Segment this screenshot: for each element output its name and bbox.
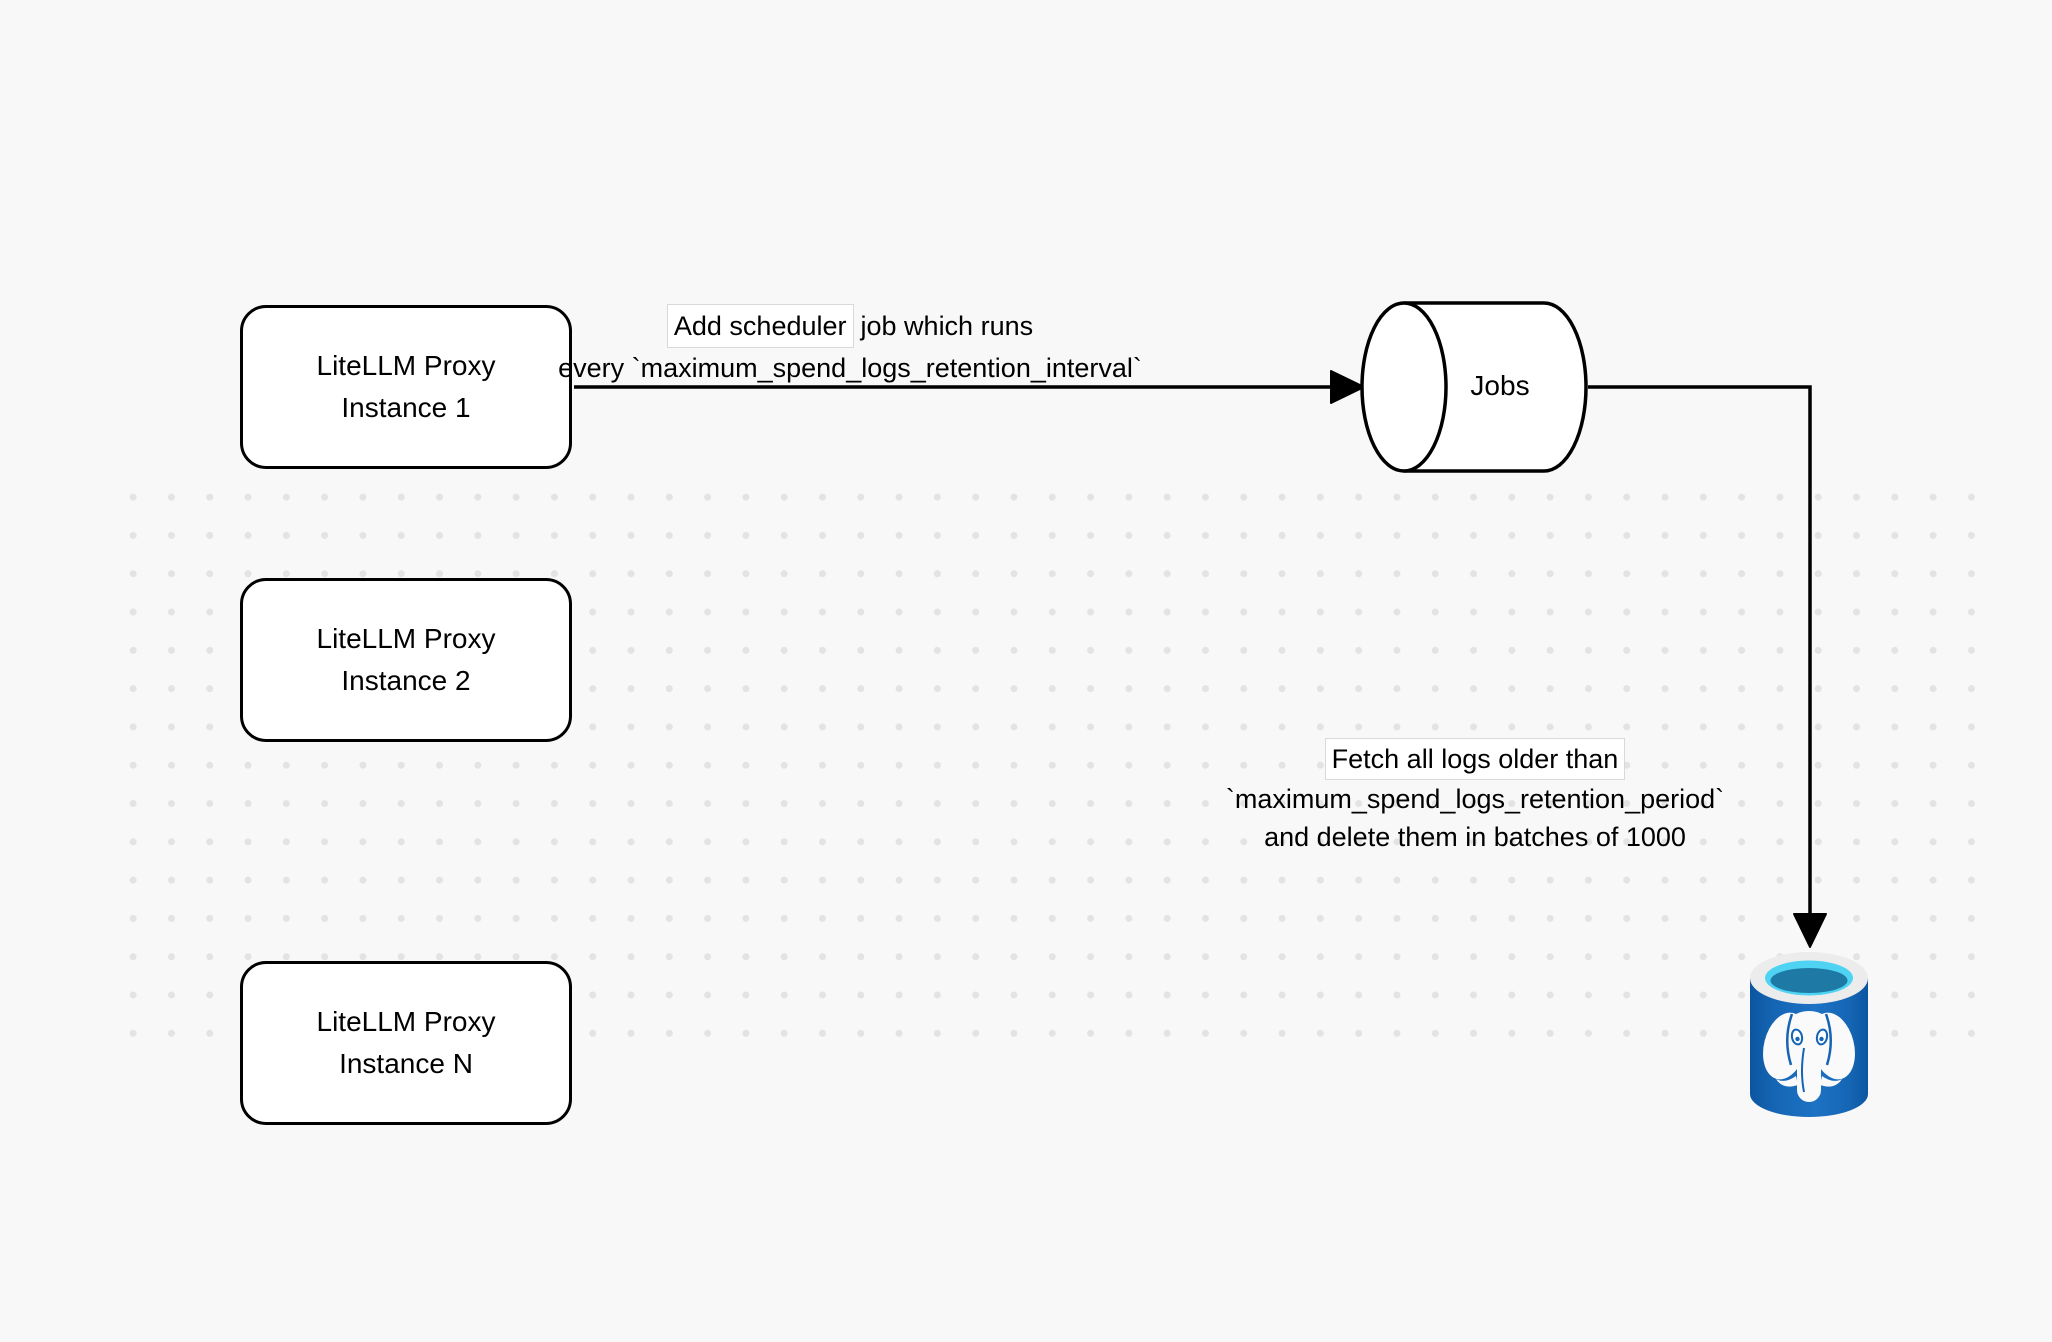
pg-elephant-mark [1763,1011,1855,1102]
node-label-line1: LiteLLM Proxy [316,1006,496,1037]
edge-label-fetch-line3: and delete them in batches of 1000 [1264,822,1686,852]
jobs-queue-label: Jobs [1470,370,1530,401]
node-label-line1: LiteLLM Proxy [316,350,496,381]
node-litellm-proxy-instance-2: LiteLLM Proxy Instance 2 [240,578,572,742]
node-label-line1: LiteLLM Proxy [316,623,496,654]
postgresql-database-icon [1750,952,1868,1117]
edge-fetch-arrowhead [1793,913,1827,948]
jobs-queue-cylinder [1360,301,1588,473]
node-litellm-proxy-instance-1: LiteLLM Proxy Instance 1 [240,305,572,469]
edge-label-fetch-line1-boxed: Fetch all logs older than [1324,738,1626,780]
edge-fetch-line [1588,385,1812,934]
edge-scheduler-arrowhead [1330,370,1365,404]
edge-label-fetch-line1: Fetch all logs older than [1175,738,1775,780]
edge-label-scheduler-line1-rest: job which runs [860,311,1034,341]
node-label-line2: Instance 1 [341,392,471,423]
dot-grid-background [114,478,1976,1045]
node-label-line2: Instance 2 [341,665,471,696]
edge-label-fetch: Fetch all logs older than `maximum_spend… [1175,738,1775,856]
edge-label-scheduler-line1-boxed: Add scheduler [666,304,854,348]
pg-top-liquid [1770,968,1848,993]
node-litellm-proxy-instance-n: LiteLLM Proxy Instance N [240,961,572,1125]
edge-label-fetch-line2: `maximum_spend_logs_retention_period` [1225,784,1725,814]
node-label-line2: Instance N [339,1048,473,1079]
edge-label-scheduler-line2: every `maximum_spend_logs_retention_inte… [558,353,1142,383]
